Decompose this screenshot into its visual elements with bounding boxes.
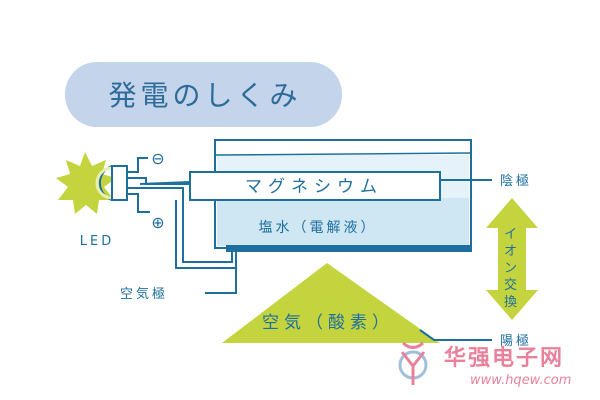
- tank-water: [217, 198, 469, 246]
- water-surface: [215, 152, 471, 156]
- led-socket: [111, 165, 128, 201]
- watermark-name: 华强电子网: [444, 345, 564, 371]
- air-triangle: [222, 263, 440, 343]
- ion-exchange-char: ン: [504, 261, 520, 276]
- plus-symbol: ⊕: [151, 213, 164, 232]
- wire-minus-stub: [127, 157, 148, 173]
- ion-exchange-arrow: [486, 198, 538, 320]
- diagram-title: 発電のしくみ: [108, 79, 301, 112]
- wire-to-magnesium-b: [139, 181, 191, 185]
- magnesium-label: マグネシウム: [245, 177, 383, 197]
- led-label: LED: [80, 234, 114, 249]
- ion-exchange-label: イ オ ン 交 換: [504, 227, 520, 310]
- electrolyte-label: 塩水（電解液）: [259, 220, 378, 236]
- wire-to-air-electrode-b: [175, 200, 236, 269]
- cathode-label: 陰極: [500, 173, 532, 189]
- ion-exchange-char: 交: [504, 277, 520, 293]
- air-electrode-strip: [226, 245, 472, 252]
- air-electrode-label: 空気極: [120, 286, 168, 302]
- wire-plus-stub: [127, 193, 150, 213]
- wires: [127, 157, 492, 341]
- watermark: 华强电子网 www.hqew.com: [398, 341, 571, 388]
- title-pill: [65, 62, 342, 127]
- air-oxygen-label: 空気（酸素）: [262, 313, 394, 333]
- ion-exchange-char: オ: [504, 244, 520, 259]
- anode-pointer: [419, 329, 492, 341]
- wire-to-magnesium: [127, 177, 190, 185]
- magnesium-electrode: [189, 171, 441, 201]
- watermark-logo-icon: [398, 341, 428, 385]
- led-burst: [56, 152, 116, 214]
- wire-air-label-pointer: [205, 252, 237, 294]
- anode-label: 陽極: [500, 333, 532, 349]
- ion-exchange-char: イ: [504, 227, 520, 242]
- led-bulb-glow: [95, 166, 113, 200]
- minus-symbol: ⊖: [151, 149, 164, 168]
- wire-to-air-electrode: [127, 187, 233, 263]
- watermark-url: www.hqew.com: [470, 373, 571, 388]
- ion-exchange-char: 換: [504, 295, 520, 310]
